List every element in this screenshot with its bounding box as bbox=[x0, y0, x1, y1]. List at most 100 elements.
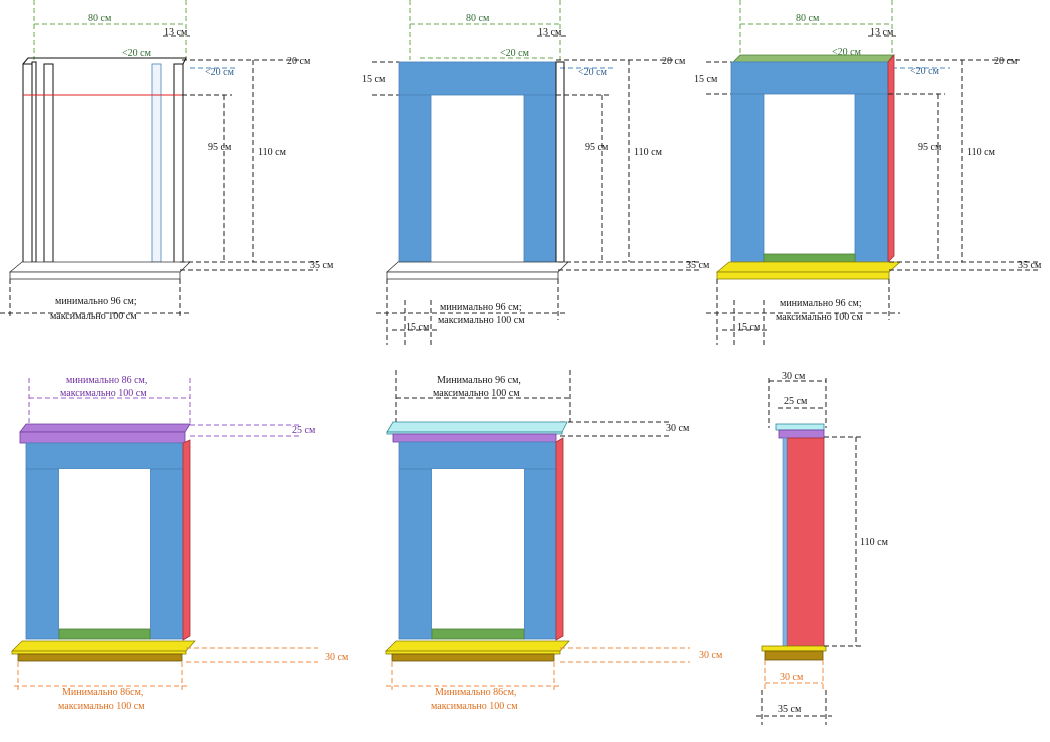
side-blue-strip bbox=[782, 437, 788, 647]
base-edge-5 bbox=[385, 650, 561, 655]
lintel-4 bbox=[25, 442, 184, 470]
depth-13-label-3: 13 см bbox=[870, 27, 894, 38]
panel-5-cyan-mantel: Минимально 96 см, максимально 100 см 30 … bbox=[385, 370, 723, 712]
depth-30-label-4: 30 см bbox=[325, 652, 349, 663]
mantel-width-4b: максимально 100 см bbox=[60, 388, 147, 399]
top-cap-3 bbox=[732, 54, 894, 63]
height-110-label-3: 110 см bbox=[967, 147, 996, 158]
base-front-1 bbox=[9, 271, 181, 280]
right-leg-4 bbox=[149, 468, 184, 640]
opening-4 bbox=[59, 469, 150, 629]
height-110-label-1: 110 см bbox=[258, 147, 287, 158]
side-outline-2 bbox=[555, 61, 565, 263]
hearth-floor-4 bbox=[58, 628, 151, 640]
left-leg-2 bbox=[398, 94, 432, 264]
left-leg-5 bbox=[398, 468, 433, 640]
height-110-label-2: 110 см bbox=[634, 147, 663, 158]
depth-20-label-1: 20 см bbox=[287, 56, 311, 67]
base-width-2b: максимально 100 см bbox=[438, 315, 525, 326]
right-leg-3 bbox=[854, 93, 889, 263]
width-15-label-2: 15 см bbox=[406, 322, 430, 333]
width-80-label-3: 80 см bbox=[796, 13, 820, 24]
base-top-1 bbox=[8, 261, 191, 273]
hearth-floor-3 bbox=[763, 253, 856, 263]
plinth-5 bbox=[391, 653, 555, 662]
lt20-label-3b: <20 см bbox=[910, 66, 940, 77]
base-width-2a: минимально 96 см; bbox=[440, 302, 522, 313]
side-panel-5 bbox=[555, 437, 564, 641]
width-80-label-1: 80 см bbox=[88, 13, 112, 24]
base-front-3 bbox=[716, 271, 890, 280]
right-post-1 bbox=[173, 63, 184, 265]
base-top-5 bbox=[385, 640, 570, 652]
base-width-1a: минимально 96 см; bbox=[55, 296, 137, 307]
mantel-width-5a: Минимально 96 см, bbox=[437, 375, 521, 386]
panel-6-side-view: 30 см 25 см 110 см 30 см 35 см bbox=[756, 371, 889, 725]
depth-13-label-2: 13 см bbox=[538, 27, 562, 38]
mantel-top-4 bbox=[19, 423, 191, 433]
mantel-width-5b: максимально 100 см bbox=[433, 388, 520, 399]
base-top-3 bbox=[715, 261, 902, 273]
side-height-110: 110 см bbox=[860, 537, 889, 548]
lt20-label-3a: <20 см bbox=[832, 47, 862, 58]
side-depth-35: 35 см bbox=[778, 704, 802, 715]
side-panel-3 bbox=[887, 53, 895, 263]
depth-20-label-3: 20 см bbox=[994, 56, 1018, 67]
base-width-5a: Минимально 86см, bbox=[435, 687, 516, 698]
lintel-3 bbox=[730, 61, 889, 95]
width-15-label-3: 15 см bbox=[737, 322, 761, 333]
left-leg-3 bbox=[730, 93, 765, 263]
side-depth-30-bottom: 30 см bbox=[780, 672, 804, 683]
side-depth-30-top: 30 см bbox=[782, 371, 806, 382]
panel-2-blue-frame: 80 см 13 см <20 см 20 см <20 см 15 см 95… bbox=[362, 0, 710, 345]
base-width-3a: минимально 96 см; bbox=[780, 298, 862, 309]
left-post-outer-1 bbox=[22, 63, 33, 265]
panel-3-colored-frame: 80 см 13 см <20 см 20 см <20 см 15 см 95… bbox=[694, 0, 1042, 345]
base-top-2 bbox=[385, 261, 569, 273]
base-width-4a: Минимально 86см, bbox=[62, 687, 143, 698]
panel-4-purple-mantel: минимально 86 см, максимально 100 см 25 … bbox=[11, 375, 349, 712]
side-base-yellow bbox=[761, 645, 827, 652]
base-width-4b: максимально 100 см bbox=[58, 701, 145, 712]
panel-1-wireframe: 80 см 13 см <20 см 20 см <20 см 95 см 11… bbox=[0, 0, 334, 322]
depth-25-label-4: 25 см bbox=[292, 425, 316, 436]
side-depth-25: 25 см bbox=[784, 396, 808, 407]
base-front-2 bbox=[386, 271, 559, 280]
opening-5 bbox=[432, 469, 524, 629]
lintel-5 bbox=[398, 441, 557, 470]
depth-30-label-5b: 30 см bbox=[699, 650, 723, 661]
depth-30-label-5: 30 см bbox=[666, 423, 690, 434]
lt20-label-2a: <20 см bbox=[500, 48, 530, 59]
base-edge-4 bbox=[11, 650, 187, 655]
plinth-4 bbox=[17, 653, 183, 662]
height-95-label-1: 95 см bbox=[208, 142, 232, 153]
height-15-label-2: 15 см bbox=[362, 74, 386, 85]
height-15-label-3: 15 см bbox=[694, 74, 718, 85]
right-leg-1 bbox=[151, 63, 162, 263]
side-mantel-purple bbox=[778, 429, 825, 439]
mantel-width-4a: минимально 86 см, bbox=[66, 375, 147, 386]
depth-35-label-2: 35 см bbox=[686, 260, 710, 271]
mantel-under-5 bbox=[392, 433, 557, 443]
base-width-3b: максимально 100 см bbox=[776, 312, 863, 323]
right-leg-2 bbox=[523, 94, 557, 264]
side-panel-4 bbox=[182, 439, 191, 641]
depth-35-label-1: 35 см bbox=[310, 260, 334, 271]
mantel-top-5 bbox=[386, 421, 568, 433]
depth-13-label-1: 13 см bbox=[164, 27, 188, 38]
height-95-label-2: 95 см bbox=[585, 142, 609, 153]
lt20-label-2b: <20 см bbox=[578, 67, 608, 78]
base-top-4 bbox=[11, 640, 196, 652]
side-mantel-cyan bbox=[775, 423, 825, 431]
lt20-label-1b: <20 см bbox=[205, 67, 235, 78]
depth-20-label-2: 20 см bbox=[662, 56, 686, 67]
left-leg-4 bbox=[25, 468, 60, 640]
lt20-label-1a: <20 см bbox=[122, 48, 152, 59]
base-width-5b: максимально 100 см bbox=[431, 701, 518, 712]
left-post-inner-1 bbox=[31, 61, 37, 263]
side-base-olive bbox=[764, 650, 824, 661]
width-80-label-2: 80 см bbox=[466, 13, 490, 24]
hearth-floor-5 bbox=[431, 628, 525, 640]
side-red-body bbox=[786, 437, 825, 647]
